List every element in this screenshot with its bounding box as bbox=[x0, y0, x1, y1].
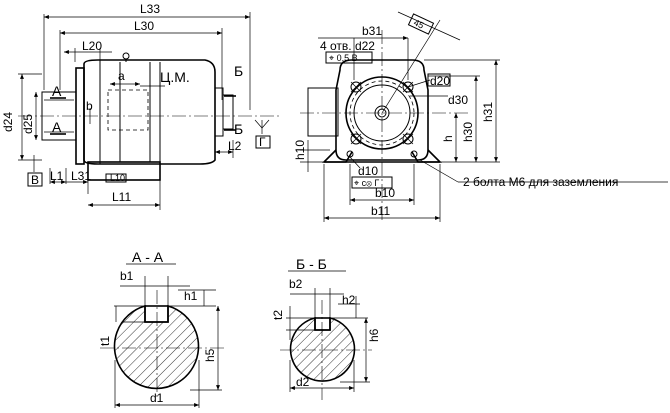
dim-a: a bbox=[118, 69, 125, 83]
dim-h31: h31 bbox=[481, 102, 495, 122]
dim-b2: b2 bbox=[289, 277, 303, 291]
section-mark-a-bottom: A bbox=[52, 119, 62, 135]
section-b-b: Б - Б b2 h2 t2 h6 d2 bbox=[271, 256, 381, 400]
grounding-bolts-note: 2 болта М6 для заземления bbox=[463, 175, 618, 189]
dim-t1: t1 bbox=[98, 336, 112, 346]
dim-b11: b11 bbox=[371, 204, 390, 218]
dim-b: b bbox=[86, 99, 93, 113]
angle-45: 45 bbox=[412, 17, 425, 30]
dim-b31: b31 bbox=[362, 24, 382, 38]
dim-h6: h6 bbox=[367, 328, 381, 342]
section-a-title: А - А bbox=[132, 249, 164, 265]
holes-note: 4 отв. d22 bbox=[320, 39, 375, 53]
dim-L30: L30 bbox=[134, 19, 154, 33]
dim-d20: d20 bbox=[430, 74, 450, 88]
section-b-title: Б - Б bbox=[296, 256, 327, 272]
dim-h: h bbox=[441, 135, 455, 142]
datum-g-left: Г bbox=[259, 135, 266, 149]
dim-h2: h2 bbox=[342, 293, 356, 307]
dim-d25: d25 bbox=[21, 114, 35, 134]
dim-h5: h5 bbox=[203, 348, 217, 362]
datum-v: В bbox=[31, 173, 39, 187]
dim-h1: h1 bbox=[184, 289, 198, 303]
dim-L11: L11 bbox=[112, 190, 131, 204]
dim-L20: L20 bbox=[82, 39, 102, 53]
side-view: L33 L30 L20 L10 bbox=[1, 2, 280, 210]
dim-L33: L33 bbox=[140, 2, 160, 16]
section-mark-a-top: A bbox=[52, 83, 62, 99]
dim-h30: h30 bbox=[461, 122, 475, 142]
dim-L31: L31 bbox=[71, 169, 91, 183]
position-tolerance: ⌖ 0,5 B bbox=[329, 53, 358, 63]
dim-h10: h10 bbox=[293, 140, 307, 160]
dim-d10: d10 bbox=[358, 164, 378, 178]
dim-b10: b10 bbox=[375, 186, 395, 200]
centre-of-mass-label: Ц.М. bbox=[160, 69, 190, 85]
dim-d1: d1 bbox=[150, 391, 164, 405]
section-mark-b-bottom: Б bbox=[234, 121, 243, 137]
dim-d2: d2 bbox=[296, 375, 310, 389]
dim-d24: d24 bbox=[1, 112, 15, 132]
section-mark-b-top: Б bbox=[234, 63, 243, 79]
dim-L2: L2 bbox=[228, 139, 242, 153]
front-view: b31 4 отв. d22 ⌖ 0,5 B 45 d20 d30 h31 h3… bbox=[293, 11, 668, 222]
dim-t2: t2 bbox=[271, 310, 285, 320]
dim-L10-box: L10 bbox=[110, 173, 125, 183]
dim-b1: b1 bbox=[120, 269, 134, 283]
dim-L1: L1 bbox=[50, 169, 64, 183]
section-a-a: А - А b1 h1 t1 h5 d1 bbox=[98, 249, 225, 408]
symmetry-tolerance: ⌖ c⊗ Г bbox=[354, 178, 379, 188]
dim-d30: d30 bbox=[448, 93, 468, 107]
